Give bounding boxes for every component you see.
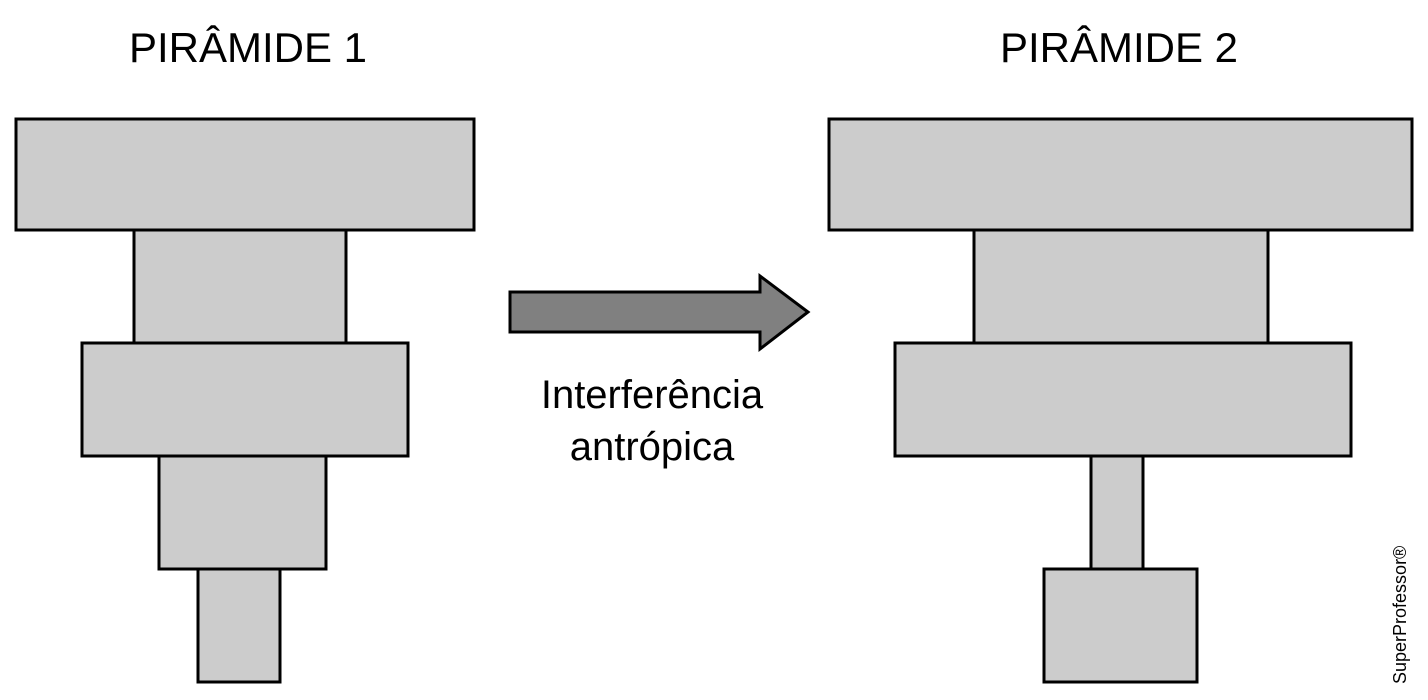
pyramid-2-level-2 <box>972 228 1270 345</box>
pyramid-2-level-3 <box>893 341 1353 458</box>
arrow-caption-line-2: antrópica <box>570 425 735 469</box>
watermark-text: SuperProfessor® <box>1390 546 1410 684</box>
pyramid-1-level-4 <box>157 454 328 571</box>
pyramid-2-level-5 <box>1042 567 1199 684</box>
pyramid-1-level-3 <box>80 341 410 458</box>
pyramid-1-level-5 <box>196 567 282 684</box>
pyramid-2: PIRÂMIDE 2 <box>827 24 1414 684</box>
pyramid-2-title: PIRÂMIDE 2 <box>1000 24 1238 71</box>
pyramid-1-level-1 <box>14 117 476 232</box>
arrow-caption-line-1: Interferência <box>541 373 764 417</box>
pyramid-1-title: PIRÂMIDE 1 <box>129 24 367 71</box>
pyramid-2-level-1 <box>827 117 1414 232</box>
interference-arrow: Interferência antrópica <box>508 273 811 469</box>
pyramid-1-level-2 <box>132 228 348 345</box>
pyramid-2-level-4 <box>1089 454 1145 571</box>
right-arrow-icon <box>508 273 811 353</box>
pyramid-1: PIRÂMIDE 1 <box>14 24 476 684</box>
